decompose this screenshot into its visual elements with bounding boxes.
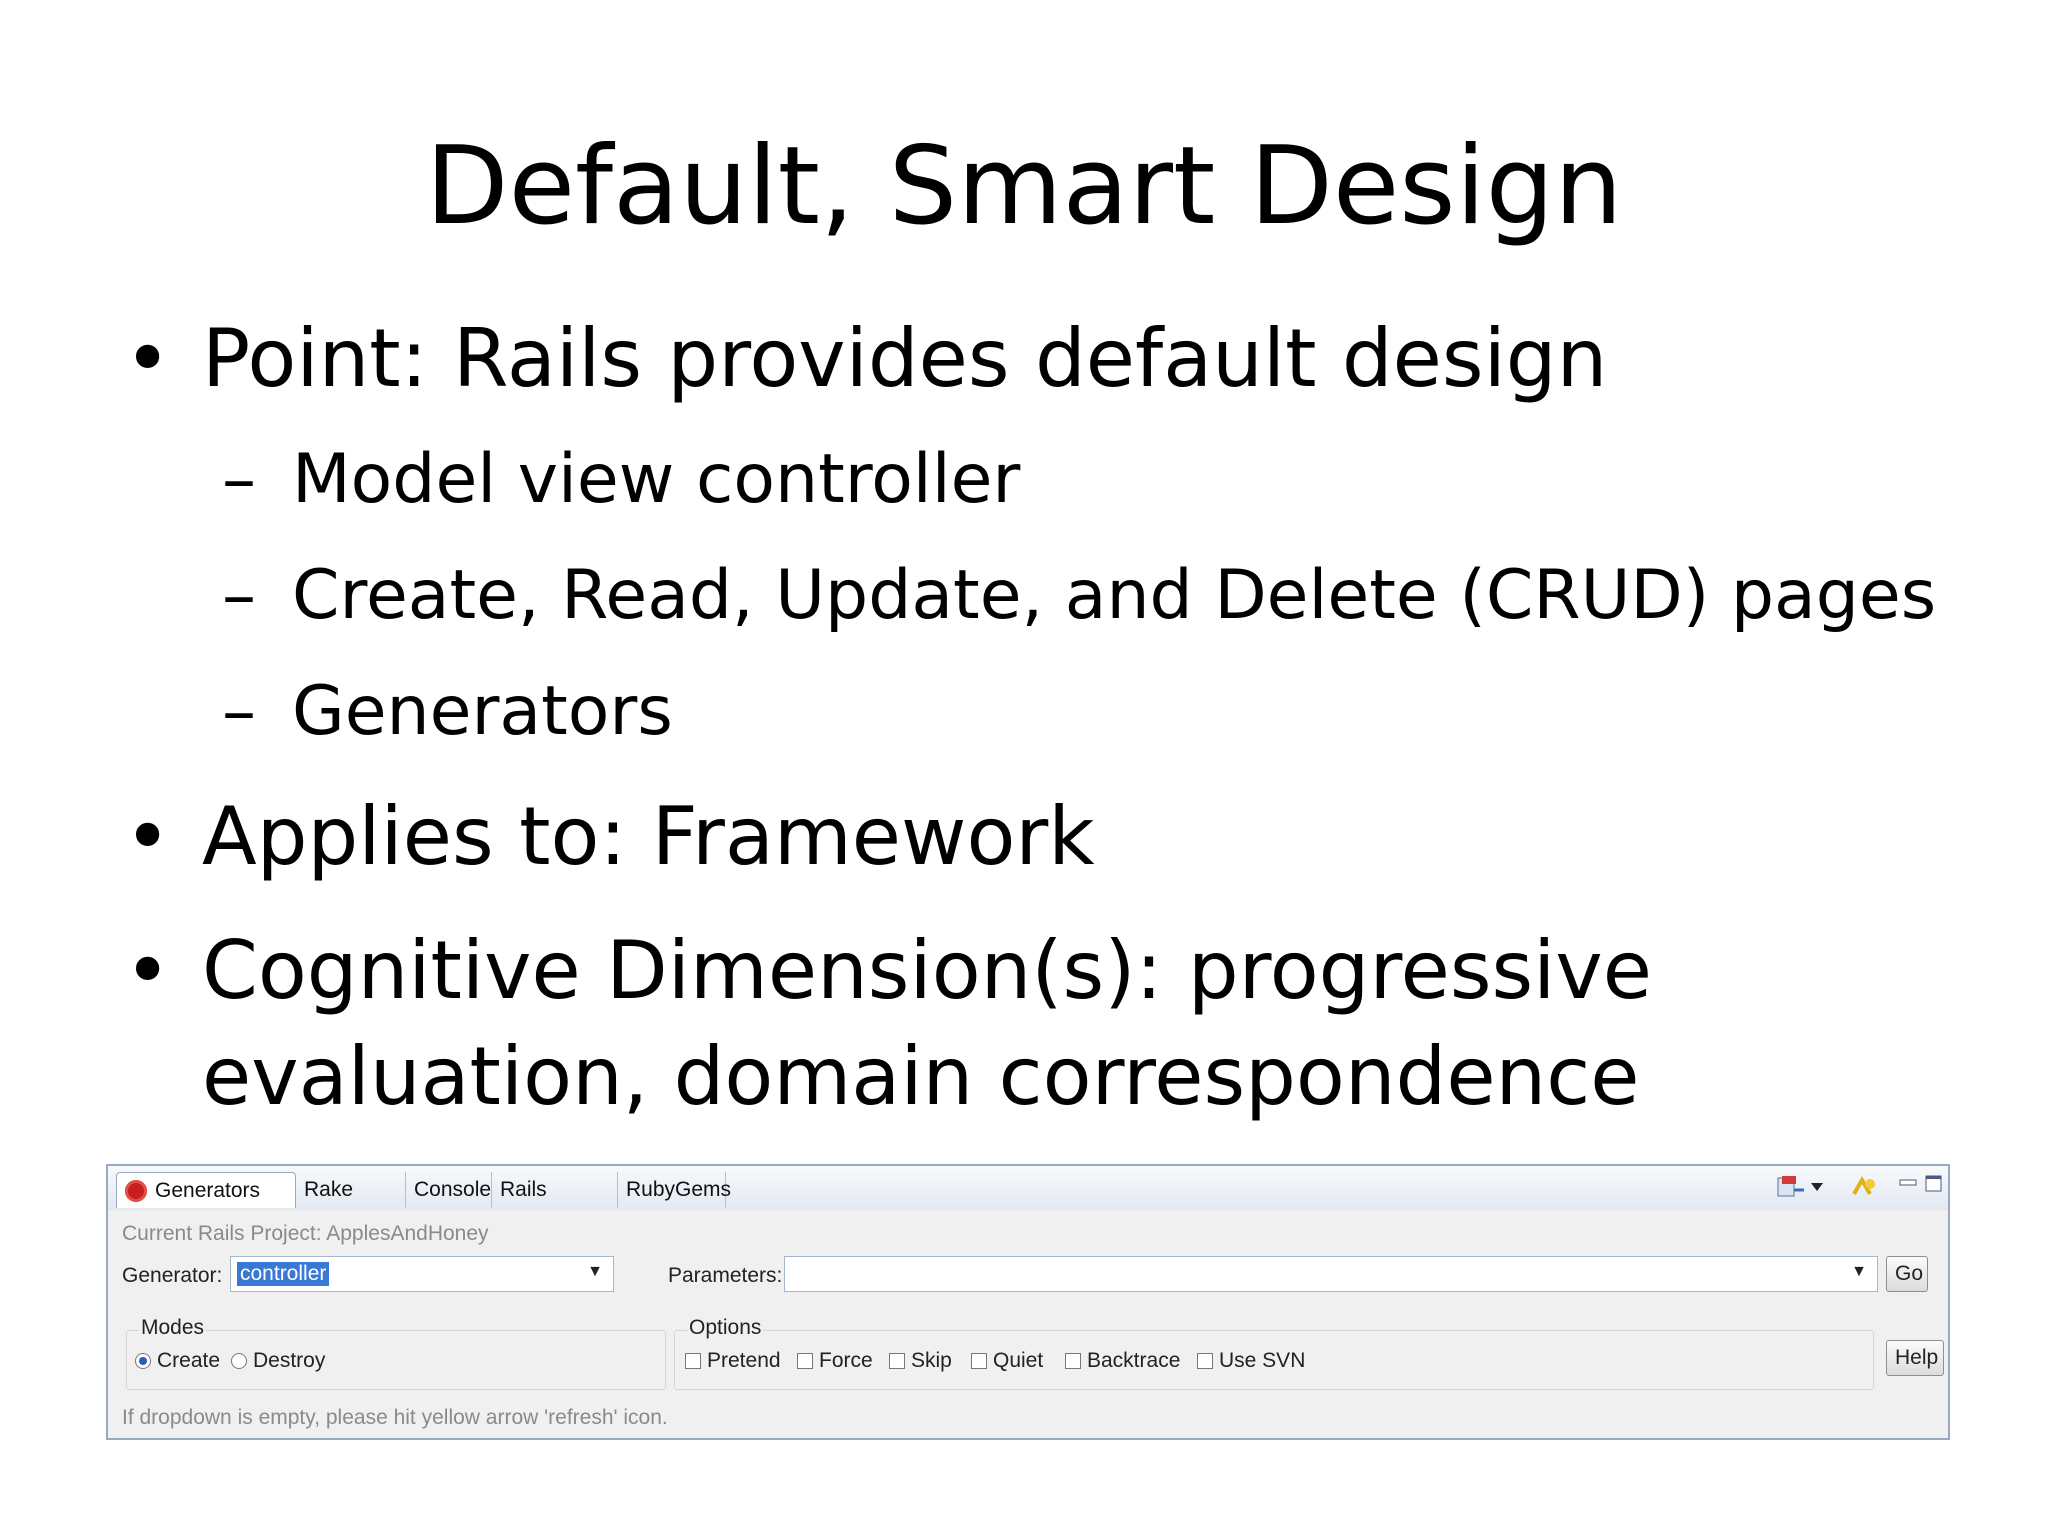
generator-label: Generator: bbox=[122, 1264, 223, 1287]
option-use-svn[interactable]: Use SVN bbox=[1197, 1349, 1305, 1373]
tab-rake-tasks[interactable]: Rake Tasks bbox=[296, 1172, 406, 1237]
slide-title: Default, Smart Design bbox=[425, 124, 1623, 249]
modes-title: Modes bbox=[139, 1316, 207, 1340]
option-label: Force bbox=[819, 1349, 873, 1372]
sub-bullet-crud: –Create, Read, Update, and Delete (CRUD)… bbox=[222, 552, 1936, 640]
options-group: Options Pretend Force Skip Quiet Backtra… bbox=[674, 1316, 1874, 1390]
checkbox[interactable] bbox=[889, 1353, 905, 1370]
option-label: Quiet bbox=[993, 1349, 1044, 1372]
generators-panel: Generators☒ Rake Tasks Console Rails Plu… bbox=[106, 1164, 1950, 1440]
option-force[interactable]: Force bbox=[797, 1349, 873, 1373]
checkbox[interactable] bbox=[971, 1353, 987, 1370]
sub-bullet-text: Generators bbox=[292, 672, 673, 751]
dash-glyph: – bbox=[222, 672, 256, 751]
option-label: Use SVN bbox=[1219, 1349, 1306, 1372]
radio-selected[interactable] bbox=[135, 1353, 151, 1370]
sub-bullet-generators: –Generators bbox=[222, 668, 673, 756]
bullet-glyph: • bbox=[124, 312, 172, 405]
hint-text: If dropdown is empty, please hit yellow … bbox=[122, 1406, 668, 1429]
sub-bullet-text: Model view controller bbox=[292, 440, 1021, 519]
checkbox[interactable] bbox=[1065, 1353, 1081, 1370]
mode-create[interactable]: Create bbox=[135, 1349, 220, 1373]
checkbox[interactable] bbox=[1197, 1353, 1213, 1370]
bullet-text: Applies to: Framework bbox=[202, 790, 1095, 883]
generator-value: controller bbox=[237, 1262, 330, 1286]
generator-select[interactable]: controller ▼ bbox=[230, 1256, 614, 1292]
checkbox[interactable] bbox=[797, 1353, 813, 1370]
tab-rubygems[interactable]: RubyGems bbox=[618, 1172, 731, 1208]
mode-label: Destroy bbox=[253, 1349, 326, 1372]
options-title: Options bbox=[687, 1316, 764, 1340]
tab-console[interactable]: Console bbox=[406, 1172, 492, 1208]
parameters-label: Parameters: bbox=[668, 1264, 783, 1287]
dropdown-icon[interactable] bbox=[1810, 1180, 1824, 1194]
option-label: Pretend bbox=[707, 1349, 781, 1372]
option-label: Backtrace bbox=[1087, 1349, 1181, 1372]
tab-label: Generators bbox=[155, 1179, 261, 1202]
bullet-glyph: • bbox=[124, 790, 172, 883]
checkbox[interactable] bbox=[685, 1353, 701, 1370]
generators-gear-icon bbox=[125, 1180, 147, 1203]
panel-content: Current Rails Project: ApplesAndHoney Ge… bbox=[108, 1210, 1948, 1438]
option-label: Skip bbox=[911, 1349, 952, 1372]
option-pretend[interactable]: Pretend bbox=[685, 1349, 781, 1373]
minimize-icon[interactable] bbox=[1898, 1176, 1918, 1190]
mode-destroy[interactable]: Destroy bbox=[231, 1349, 325, 1373]
bullet-point: • Point: Rails provides default design bbox=[124, 306, 1608, 412]
current-project-label: Current Rails Project: ApplesAndHoney bbox=[122, 1222, 489, 1245]
option-skip[interactable]: Skip bbox=[889, 1349, 952, 1373]
help-button[interactable]: Help bbox=[1886, 1340, 1944, 1376]
go-button[interactable]: Go bbox=[1886, 1256, 1928, 1292]
bullet-applies: • Applies to: Framework bbox=[124, 784, 1095, 890]
parameters-input[interactable]: ▼ bbox=[784, 1256, 1878, 1292]
bullet-text: Cognitive Dimension(s): progressive bbox=[202, 924, 1652, 1017]
dash-glyph: – bbox=[222, 556, 256, 635]
bullet-text: evaluation, domain correspondence bbox=[202, 1030, 1640, 1123]
tab-bar: Generators☒ Rake Tasks Console Rails Plu… bbox=[108, 1166, 1948, 1238]
dash-glyph: – bbox=[222, 440, 256, 519]
sub-bullet-mvc: –Model view controller bbox=[222, 436, 1020, 524]
radio-unselected[interactable] bbox=[231, 1353, 247, 1370]
chevron-down-icon[interactable]: ▼ bbox=[1851, 1263, 1867, 1280]
bullet-text: Point: Rails provides default design bbox=[202, 312, 1608, 405]
sub-bullet-text: Create, Read, Update, and Delete (CRUD) … bbox=[292, 556, 1937, 635]
bullet-cognitive-continued: evaluation, domain correspondence bbox=[202, 1024, 1639, 1130]
bullet-glyph: • bbox=[124, 924, 172, 1017]
run-icon[interactable] bbox=[1776, 1174, 1806, 1202]
tab-rails-plugins[interactable]: Rails Plugins bbox=[492, 1172, 618, 1237]
tab-label: Console bbox=[414, 1178, 492, 1201]
tab-generators[interactable]: Generators☒ bbox=[116, 1172, 296, 1238]
bullet-cognitive: • Cognitive Dimension(s): progressive bbox=[124, 918, 1652, 1024]
chevron-down-icon[interactable]: ▼ bbox=[587, 1263, 603, 1280]
tab-label: RubyGems bbox=[626, 1178, 732, 1201]
option-quiet[interactable]: Quiet bbox=[971, 1349, 1043, 1373]
mode-label: Create bbox=[157, 1349, 221, 1372]
refresh-icon[interactable] bbox=[1848, 1174, 1878, 1202]
option-backtrace[interactable]: Backtrace bbox=[1065, 1349, 1180, 1373]
maximize-icon[interactable] bbox=[1924, 1174, 1944, 1194]
modes-group: Modes Create Destroy bbox=[126, 1316, 666, 1390]
